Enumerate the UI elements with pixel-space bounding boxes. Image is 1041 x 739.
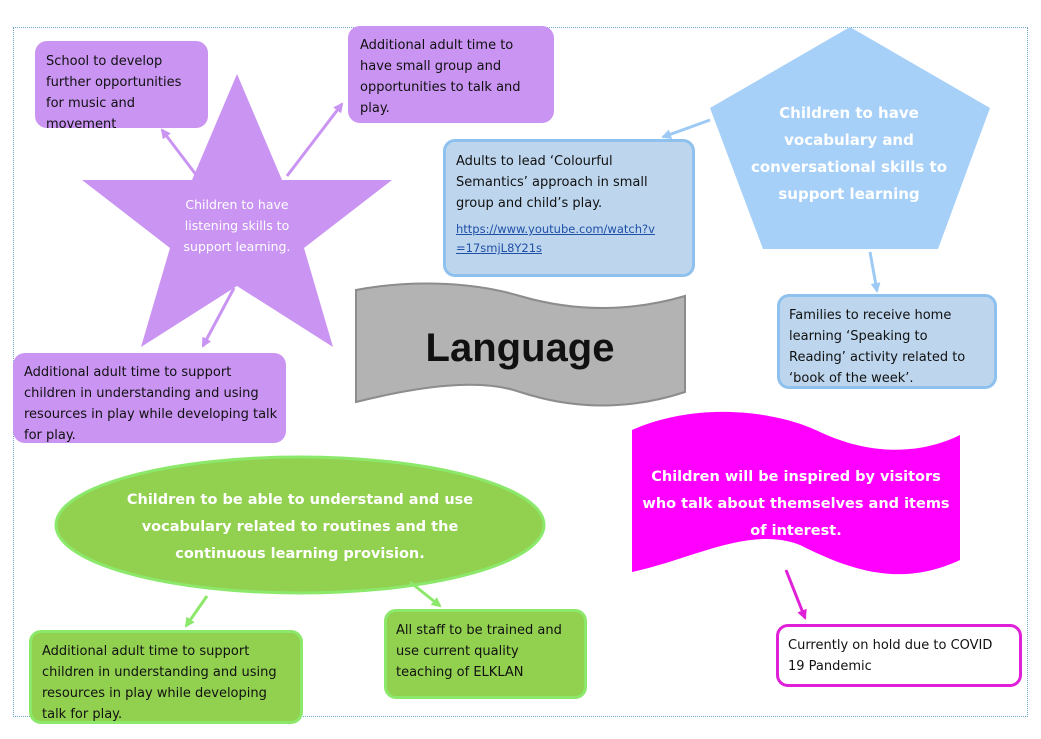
pentagon-shape xyxy=(710,27,990,249)
pink-wave-shape xyxy=(632,411,960,575)
colourful-semantics-box: Adults to lead ‘Colourful Semantics’ app… xyxy=(443,139,695,277)
pink-wave-text: Children will be inspired by visitors wh… xyxy=(642,469,950,539)
arrow-ellipse-to-elklan xyxy=(409,580,442,608)
pentagon-text: Children to have vocabulary and conversa… xyxy=(750,104,947,203)
small-group-box-text: Additional adult time to have small grou… xyxy=(360,38,521,116)
title: Language xyxy=(425,326,615,370)
colourful-semantics-link[interactable]: https://www.youtube.com/watch?v=17smjL8Y… xyxy=(456,222,655,255)
star-text: Children to have listening skills to sup… xyxy=(183,197,291,254)
covid-box-text: Currently on hold due to COVID 19 Pandem… xyxy=(788,638,993,674)
purple-support-box-text: Additional adult time to support childre… xyxy=(24,365,278,443)
arrow-pentagon-to-home xyxy=(868,251,881,293)
colourful-semantics-text: Adults to lead ‘Colourful Semantics’ app… xyxy=(456,154,648,211)
arrow-ellipse-to-support xyxy=(184,595,209,628)
green-support-box-text: Additional adult time to support childre… xyxy=(42,644,277,722)
music-box-text: School to develop further opportunities … xyxy=(46,54,182,132)
purple-support-box: Additional adult time to support childre… xyxy=(13,353,286,443)
green-support-box: Additional adult time to support childre… xyxy=(29,630,303,724)
covid-box: Currently on hold due to COVID 19 Pandem… xyxy=(776,624,1022,687)
star-shape xyxy=(82,74,392,347)
title-banner-shape xyxy=(355,282,686,407)
arrow-star-to-support xyxy=(201,287,236,348)
elklan-box: All staff to be trained and use current … xyxy=(384,609,587,699)
arrow-star-to-music xyxy=(160,128,199,177)
ellipse-text: Children to be able to understand and us… xyxy=(126,492,474,562)
arrow-pentagon-to-semantics xyxy=(661,118,711,139)
home-learning-box-text: Families to receive home learning ‘Speak… xyxy=(789,308,966,386)
elklan-box-text: All staff to be trained and use current … xyxy=(396,623,562,680)
ellipse-shape xyxy=(54,455,546,595)
arrow-wave-to-covid xyxy=(784,569,807,620)
home-learning-box: Families to receive home learning ‘Speak… xyxy=(777,294,997,389)
arrow-star-to-small-group xyxy=(285,102,344,177)
small-group-box: Additional adult time to have small grou… xyxy=(348,26,554,123)
music-box: School to develop further opportunities … xyxy=(35,41,208,132)
